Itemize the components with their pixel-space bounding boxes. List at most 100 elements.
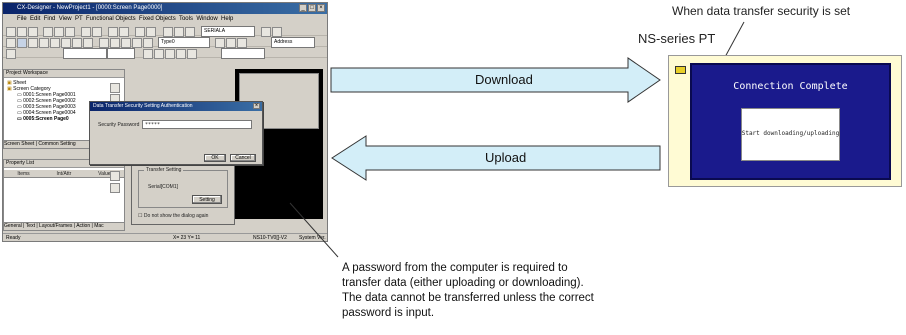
minimize-icon[interactable]: _ (299, 4, 307, 12)
setting-button[interactable]: Setting (192, 195, 222, 204)
graph-object-icon[interactable] (83, 38, 93, 48)
toolbar-format (3, 47, 327, 59)
copy-icon[interactable] (54, 27, 64, 37)
polyline-icon[interactable] (121, 38, 131, 48)
menu-edit[interactable]: Edit (30, 16, 41, 22)
address-combo[interactable]: Address (271, 37, 315, 48)
upload-label: Upload (485, 150, 527, 165)
tree-item-page5[interactable]: ▭ 0005:Screen Page0 (17, 116, 69, 122)
font-combo[interactable] (63, 48, 107, 59)
menu-find[interactable]: Find (43, 16, 56, 22)
tree-item-page4[interactable]: ▭ 0004:Screen Page0004 (17, 110, 76, 116)
menu-help[interactable]: Help (221, 16, 234, 22)
tree-item-sheet[interactable]: ▣ Sheet (7, 80, 27, 86)
layer-icon[interactable] (215, 38, 225, 48)
transfer-port: Serial[COM1] (148, 184, 179, 190)
arc-icon[interactable] (143, 38, 153, 48)
tab-action[interactable]: Action (76, 223, 91, 229)
align-icon[interactable] (163, 27, 173, 37)
tree-label: 0005:Screen Page0 (23, 116, 69, 122)
print-icon[interactable] (119, 27, 129, 37)
tab-text[interactable]: Text (25, 223, 35, 229)
close-icon[interactable]: × (253, 103, 260, 109)
tree-item-page3[interactable]: ▭ 0003:Screen Page0003 (17, 104, 76, 110)
tree-item-category[interactable]: ▣ Screen Category (7, 86, 51, 92)
maximize-icon[interactable]: □ (308, 4, 316, 12)
dont-show-checkbox[interactable]: ☐ Do not show the dialog again (138, 213, 209, 219)
tree-item-page1[interactable]: ▭ 0001:Screen Page0001 (17, 92, 76, 98)
font-icon[interactable] (6, 49, 16, 59)
close-icon[interactable]: × (317, 4, 325, 12)
front-icon[interactable] (226, 38, 236, 48)
workspace-title: Project Workspace (4, 70, 124, 78)
undo-icon[interactable] (135, 27, 145, 37)
status-sys-ver: System Ver. (299, 235, 326, 241)
download-arrow (330, 57, 661, 103)
button-object-icon[interactable] (28, 38, 38, 48)
menu-pt[interactable]: PT (74, 16, 83, 22)
password-field[interactable]: ***** (142, 120, 252, 129)
tab-common-setting[interactable]: Common Setting (38, 141, 76, 147)
status-ready: Ready (6, 235, 21, 241)
ok-button[interactable]: OK (204, 154, 226, 162)
back-icon[interactable] (237, 38, 247, 48)
note-line: The data cannot be transferred unless th… (342, 292, 594, 304)
align-left-icon[interactable] (165, 49, 175, 59)
type-combo[interactable]: Type0 (158, 37, 210, 48)
select-icon[interactable] (6, 38, 16, 48)
serial-combo[interactable]: SERIALA (201, 26, 255, 37)
help-icon[interactable] (272, 27, 282, 37)
paste-icon[interactable] (65, 27, 75, 37)
screen-canvas[interactable] (235, 69, 323, 219)
menu-fixed-objects[interactable]: Fixed Objects (139, 16, 176, 22)
column-items: Items (17, 171, 30, 177)
italic-icon[interactable] (154, 49, 164, 59)
search-icon[interactable] (110, 183, 120, 193)
open-icon[interactable] (17, 27, 27, 37)
numeral-object-icon[interactable] (50, 38, 60, 48)
tab-general[interactable]: General (4, 223, 22, 229)
string-object-icon[interactable] (61, 38, 71, 48)
cancel-button[interactable]: Cancel (230, 154, 256, 162)
redo-icon[interactable] (146, 27, 156, 37)
download-label: Download (475, 72, 533, 87)
align-right-icon[interactable] (187, 49, 197, 59)
pt-message-text: Start downloading/uploading (741, 130, 840, 137)
group-icon[interactable] (185, 27, 195, 37)
cut-icon[interactable] (43, 27, 53, 37)
size-combo[interactable] (107, 48, 135, 59)
lamp-object-icon[interactable] (39, 38, 49, 48)
menu-functional-objects[interactable]: Functional Objects (85, 16, 136, 22)
new-icon[interactable] (6, 27, 16, 37)
list-object-icon[interactable] (72, 38, 82, 48)
align-center-icon[interactable] (176, 49, 186, 59)
menu-view[interactable]: View (58, 16, 72, 22)
grid-icon[interactable] (81, 27, 91, 37)
line-icon[interactable] (110, 38, 120, 48)
pointer-icon[interactable] (17, 38, 27, 48)
note-line: password is input. (342, 307, 435, 319)
property-header: Items Int/Attr Value (4, 170, 124, 178)
menu-file[interactable]: File (17, 16, 27, 22)
note-callout-line (289, 202, 339, 258)
bulb-icon[interactable] (110, 171, 120, 181)
transfer-icon[interactable] (108, 27, 118, 37)
color-combo[interactable] (221, 48, 265, 59)
tree-item-page2[interactable]: ▭ 0002:Screen Page0002 (17, 98, 76, 104)
pt-screen-title: Connection Complete (733, 81, 848, 92)
auth-dialog-title: Data Transfer Security Setting Authentic… (90, 102, 262, 111)
bold-icon[interactable] (143, 49, 153, 59)
menu-tools[interactable]: Tools (178, 16, 193, 22)
rectangle-icon[interactable] (99, 38, 109, 48)
distribute-icon[interactable] (174, 27, 184, 37)
save-icon[interactable] (28, 27, 38, 37)
tab-screen-sheet[interactable]: Screen Sheet (4, 141, 35, 147)
tab-mac[interactable]: Mac (94, 223, 104, 229)
menu-window[interactable]: Window (196, 16, 218, 22)
tree-label: 0001:Screen Page0001 (23, 92, 76, 98)
zoom-icon[interactable] (92, 27, 102, 37)
tab-layout-frames[interactable]: Layout/Frames (39, 223, 73, 229)
ellipse-icon[interactable] (132, 38, 142, 48)
layer-icon[interactable] (110, 83, 120, 93)
find-icon[interactable] (261, 27, 271, 37)
